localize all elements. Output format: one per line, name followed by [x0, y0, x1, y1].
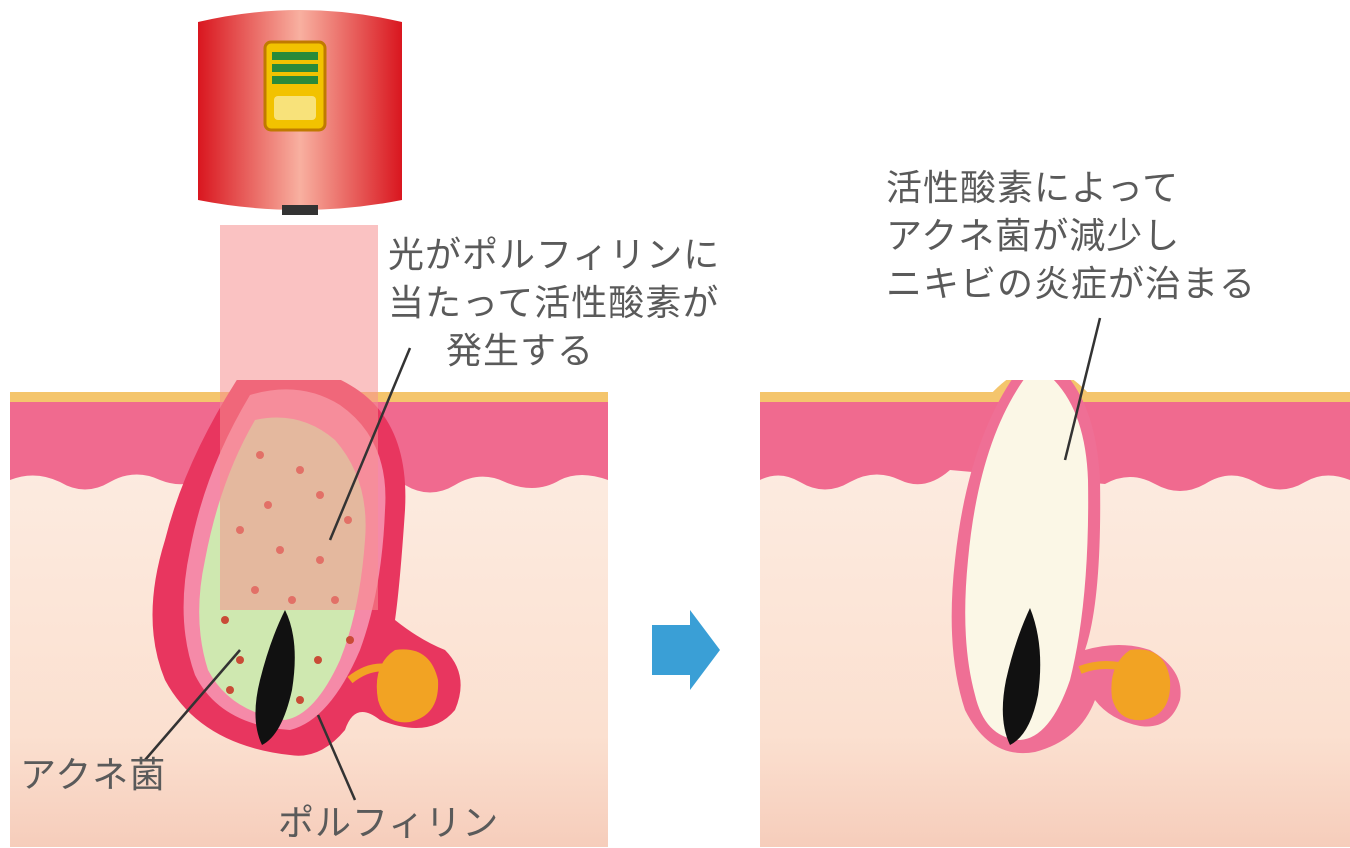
- before-caption-line3: 発生する: [446, 328, 594, 376]
- label-porphyrin: ポルフィリン: [278, 800, 499, 848]
- light-therapy-device-icon: [198, 10, 402, 215]
- skin-cross-section-after: [760, 350, 1350, 847]
- right-arrow-icon: [652, 610, 720, 690]
- before-caption-line2: 当たって活性酸素が: [388, 280, 719, 328]
- before-caption-line1: 光がポルフィリンに: [388, 232, 720, 280]
- label-acne-bacteria: アクネ菌: [20, 752, 166, 800]
- after-caption-line1: 活性酸素によって: [886, 165, 1179, 213]
- after-caption-line3: ニキビの炎症が治まる: [886, 261, 1256, 309]
- after-caption-line2: アクネ菌が減少し: [886, 213, 1180, 261]
- light-beam: [220, 225, 378, 610]
